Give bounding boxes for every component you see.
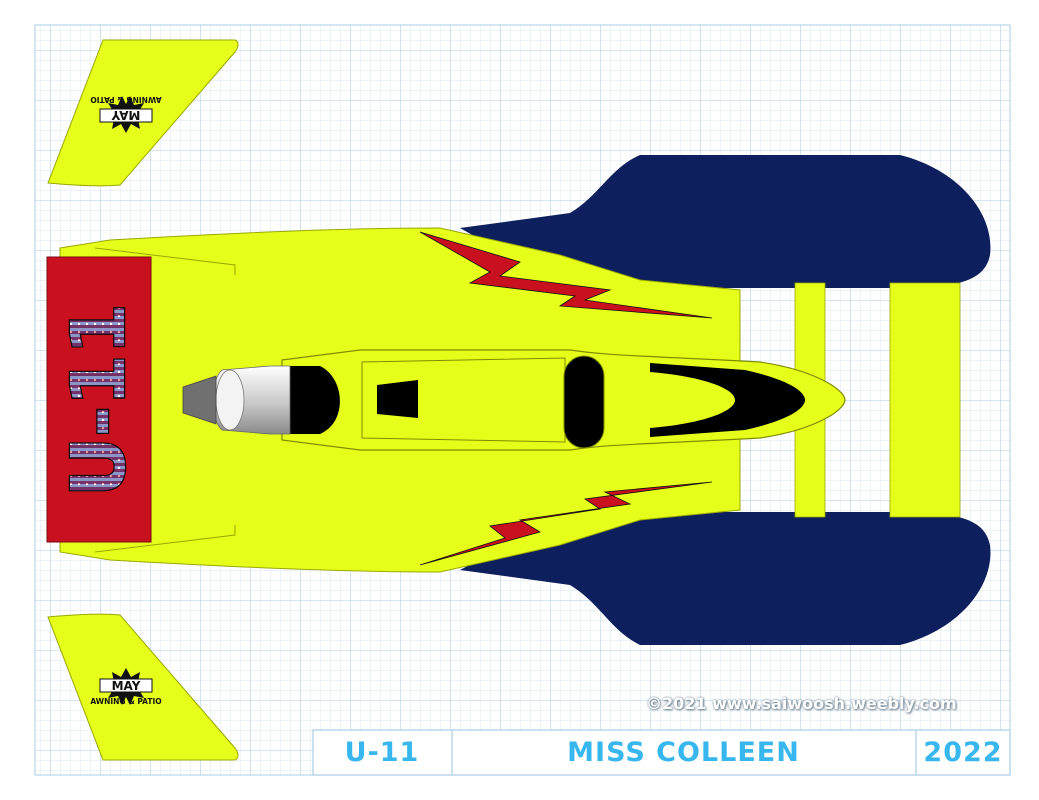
exhaust-tip bbox=[182, 375, 217, 425]
sponsor-word-bottom: MAY bbox=[112, 679, 141, 693]
hull-seam-top bbox=[94, 247, 236, 275]
sponsor-logo-top: MAY AWNING & PATIO bbox=[90, 95, 162, 133]
cockpit-inner bbox=[361, 357, 566, 443]
front-windscreen bbox=[650, 363, 805, 437]
sponson-bottom bbox=[460, 512, 991, 645]
hull-seam-bottom bbox=[94, 525, 236, 553]
boat-number: U-11 bbox=[344, 736, 420, 768]
lightning-bolt-bottom bbox=[419, 481, 713, 566]
title-block bbox=[312, 729, 1011, 776]
exhaust-opening bbox=[215, 369, 245, 431]
tail-number: U-11 bbox=[56, 303, 142, 497]
deck-hatch bbox=[377, 380, 418, 418]
sponson-top bbox=[460, 155, 991, 288]
rear-wing bbox=[46, 256, 152, 543]
sponsor-line-top: AWNING & PATIO bbox=[90, 95, 161, 104]
sponsor-word-top: MAY bbox=[111, 108, 140, 122]
cockpit-canopy bbox=[563, 355, 605, 449]
sponsor-line-bottom: AWNING & PATIO bbox=[90, 697, 161, 706]
sponsor-logo-bottom: MAY AWNING & PATIO bbox=[90, 668, 162, 706]
boat-year: 2022 bbox=[923, 736, 1003, 768]
strut-bar-2 bbox=[889, 282, 961, 518]
lightning-bolt-top bbox=[419, 231, 713, 319]
boat-name: MISS COLLEEN bbox=[567, 736, 800, 768]
tail-number-stripes: U-11 bbox=[56, 303, 142, 497]
copyright-watermark: ©2021 www.saiwoosh.weebly.com bbox=[646, 694, 957, 713]
